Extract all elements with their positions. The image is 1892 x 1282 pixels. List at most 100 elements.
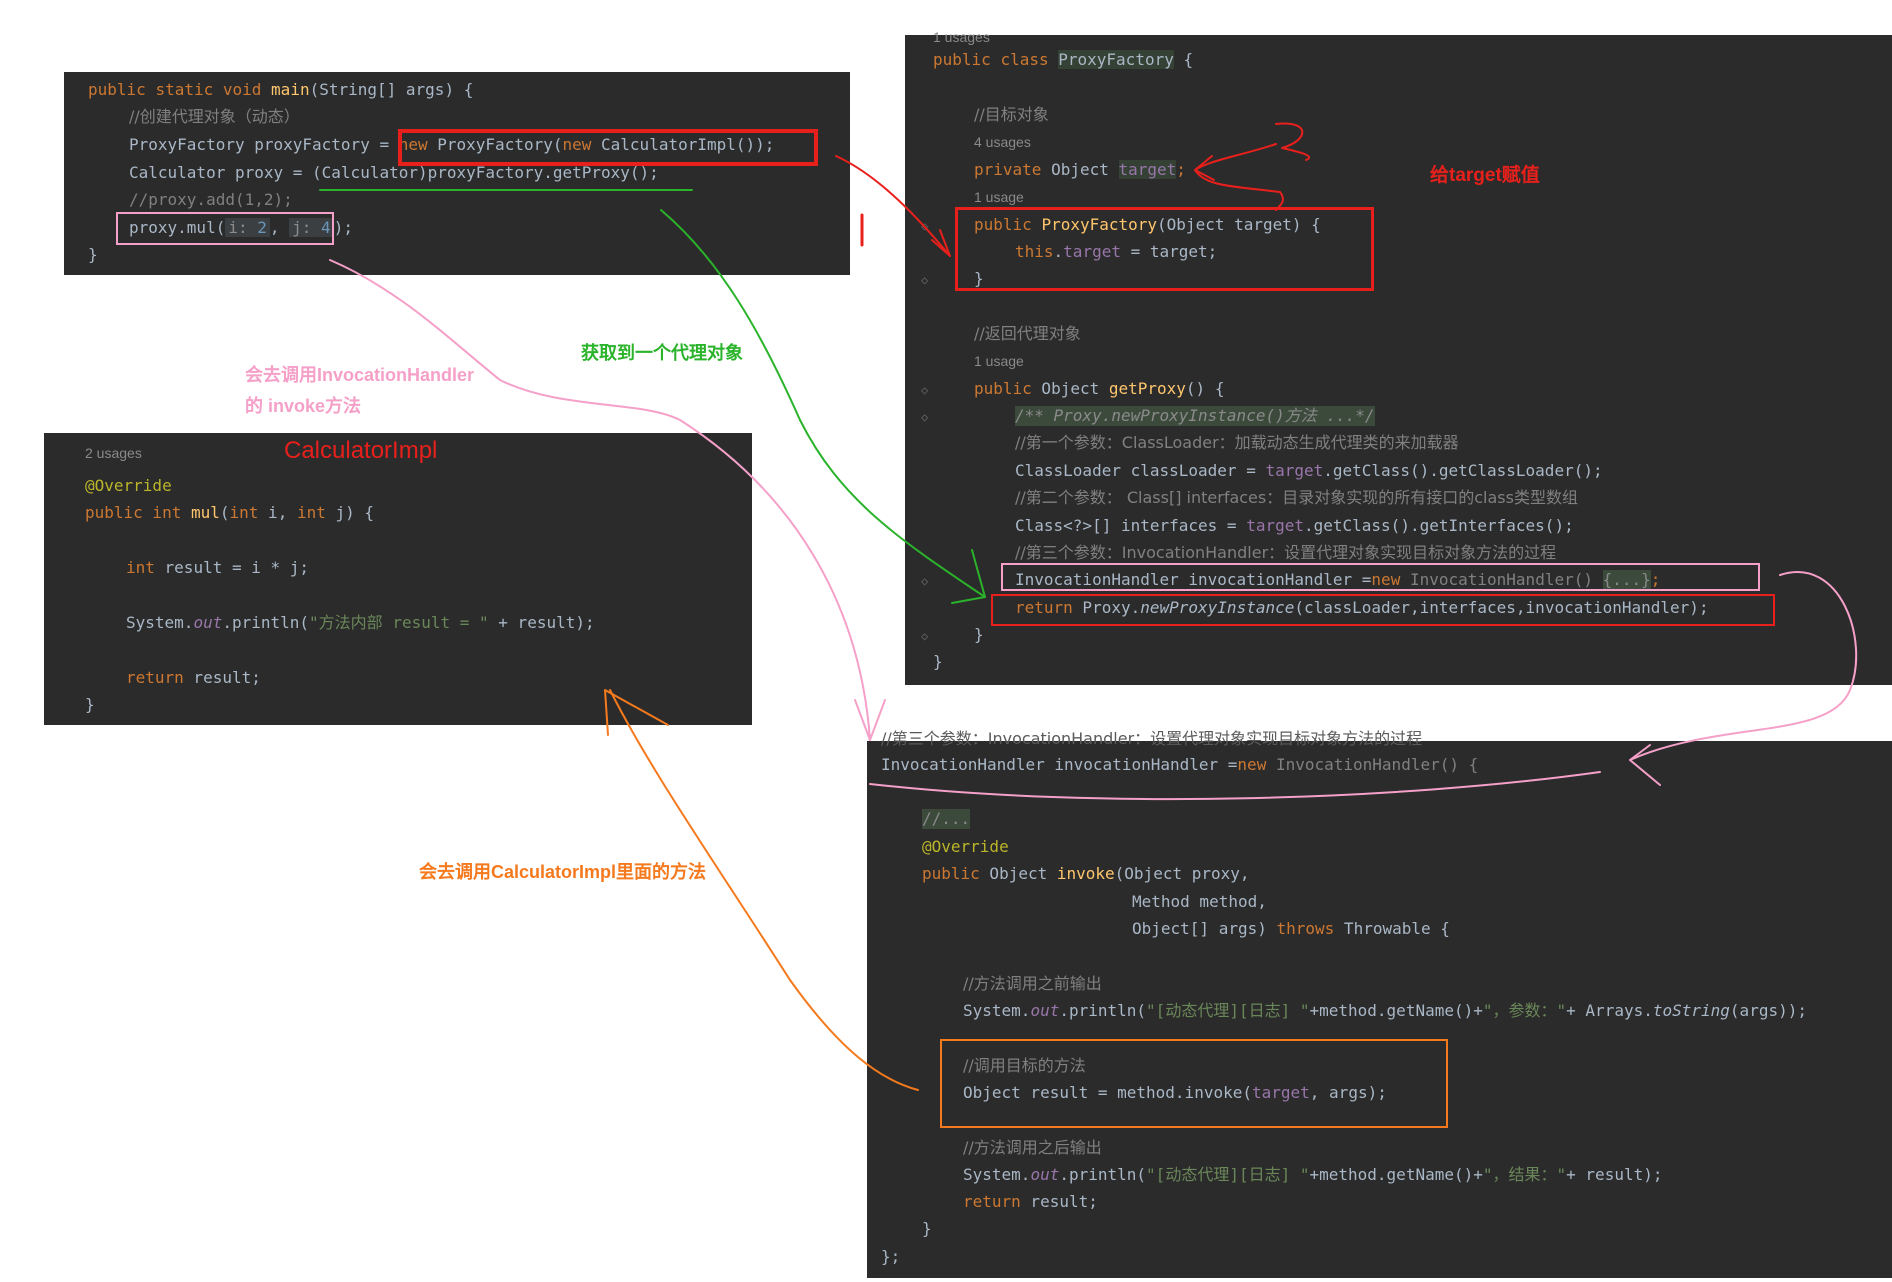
code-line-handler-decl: InvocationHandler invocationHandler =new… [1015,570,1660,590]
keyword: public [922,864,980,883]
code-text: i, [258,503,297,522]
fold-gutter-icon[interactable]: ◇ [921,629,929,643]
field-name: out [1030,1165,1060,1184]
call-impl-note: 会去调用CalculatorImpl里面的方法 [419,862,707,882]
calculator-impl-editor: 2 usages CalculatorImpl @Override public… [44,433,752,725]
field-name: out [1030,1001,1060,1020]
code-text: Object result = method.invoke( [963,1083,1252,1102]
code-text: proxy.mul( [129,218,226,237]
code-comment: //第二个参数： Class[] interfaces：目录对象实现的所有接口的… [1015,488,1578,507]
closing-brace: } [922,1219,932,1238]
fold-gutter-icon[interactable]: ◇ [921,574,929,588]
code-line-proxy-mul: proxy.mul(i: 2, j: 4); [129,218,353,237]
usages-label: 2 usages [85,445,142,461]
usages-label: 4 usages [974,134,1031,150]
code-line-get-proxy-decl: public Object getProxy() { [974,379,1224,399]
keyword: new [1371,570,1401,589]
code-text: CalculatorImpl()); [591,135,775,154]
fold-gutter-icon[interactable]: ◇ [921,410,929,424]
code-text: . [1053,242,1064,261]
code-text: result; [1020,1192,1098,1211]
new-proxy-factory-highlight [398,129,818,166]
code-line-method-invoke: Object result = method.invoke(target, ar… [963,1083,1387,1103]
code-text: InvocationHandler() [1400,570,1603,589]
code-comment: //方法调用之前输出 [963,974,1102,993]
folded-code[interactable]: //... [922,809,971,829]
code-text: .println( [1059,1165,1147,1184]
method-name: invoke [1056,864,1115,883]
keyword: public [933,50,991,69]
code-text: System. [126,613,194,632]
hint-label: j: [292,218,312,237]
field-name: target [1246,516,1304,535]
code-text: result = i * j; [154,558,310,577]
code-text: + result); [488,613,595,632]
parameter-hint: j: 4 [289,218,334,237]
keyword: throws [1276,919,1335,938]
handler-decl-highlight [1001,563,1760,591]
return-proxy-highlight [991,594,1775,626]
code-text: ; [1650,570,1661,589]
keyword: new [1237,755,1267,774]
code-text: .println( [222,613,310,632]
code-text: = target; [1120,242,1218,261]
closing-brace: } [974,269,984,288]
code-text: +method.getName()+ [1309,1165,1483,1184]
code-line-proxy-factory: ProxyFactory proxyFactory = new ProxyFac… [129,135,774,155]
code-text: +method.getName()+ [1309,1001,1483,1020]
code-comment: //proxy.add(1,2); [129,190,293,209]
code-comment: //返回代理对象 [974,324,1081,343]
code-text: Class<?>[] interfaces = [1015,516,1247,535]
keyword: return [963,1192,1021,1211]
field-name: target [1251,1083,1310,1102]
code-text: InvocationHandler() { [1266,755,1479,774]
code-line-field-target: private Object target; [974,160,1186,180]
code-comment: //调用目标的方法 [963,1056,1086,1075]
code-text: .println( [1059,1001,1147,1020]
code-comment: //第三个参数：InvocationHandler：设置代理对象实现目标对象方法… [1015,543,1557,562]
number: 4 [321,218,331,237]
fold-gutter-icon[interactable]: ◇ [921,383,929,397]
method-invoke-highlight [940,1039,1448,1128]
keyword: int [142,503,191,522]
string-literal: "，结果：" [1482,1165,1567,1184]
hint-label: i: [228,218,248,237]
code-line-println-before: System.out.println("[动态代理][日志] "+method.… [963,1001,1807,1021]
pink-underline [869,771,1601,801]
string-literal: "方法内部 result = " [309,613,489,632]
keyword: this [1015,242,1054,261]
code-text: System. [963,1165,1031,1184]
code-line-class-decl: public class ProxyFactory { [933,50,1193,70]
code-line-classloader: ClassLoader classLoader = target.getClas… [1015,461,1603,481]
code-comment: //方法调用之后输出 [963,1138,1102,1157]
code-text: Object [1041,160,1119,179]
keyword: public [974,379,1032,398]
get-proxy-note: 获取到一个代理对象 [581,343,743,363]
keyword: void [222,80,262,99]
pink-loop [1629,571,1858,761]
class-name: ProxyFactory [1058,50,1174,69]
keyword: static [155,80,214,99]
fold-gutter-icon[interactable]: ◇ [921,273,929,287]
red-scribble [1275,122,1310,161]
field-name: target [1118,160,1177,179]
code-text: + result); [1566,1165,1663,1184]
method-name: mul [190,503,220,522]
folded-javadoc[interactable]: /** Proxy.newProxyInstance()方法 ...*/ [1015,406,1375,426]
folded-code[interactable]: {...} [1602,570,1651,589]
code-text: (String[] args) { [309,80,474,99]
code-line-param: Object[] args) throws Throwable { [1132,919,1450,939]
code-text: (args)); [1729,1001,1807,1020]
method-name: ProxyFactory [1041,215,1158,234]
code-text: ProxyFactory proxyFactory = [129,135,399,154]
code-text: InvocationHandler invocationHandler = [881,755,1238,774]
keyword: private [974,160,1042,179]
code-text: ); [333,218,353,237]
number: 2 [257,218,267,237]
keyword: new [562,135,592,154]
parameter-hint: i: 2 [225,218,270,237]
method-name: toString [1652,1001,1730,1020]
code-line-assign: this.target = target; [1015,242,1217,262]
green-arrow [660,209,986,598]
code-text: .getClass().getClassLoader(); [1323,461,1603,480]
